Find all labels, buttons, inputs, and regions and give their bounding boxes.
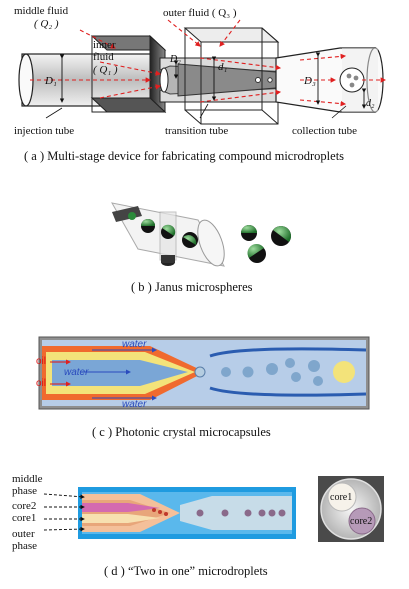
label-oil-top: oil bbox=[36, 356, 46, 367]
caption-panel-d: ( d ) “Two in one” microdroplets bbox=[104, 564, 268, 578]
inset-label-core1: core1 bbox=[330, 492, 352, 503]
label-water-inner: water bbox=[64, 367, 89, 378]
janus-sphere-free-1 bbox=[241, 225, 257, 241]
core2-channel bbox=[82, 503, 160, 512]
label-middle-fluid: middle fluid bbox=[14, 5, 69, 17]
droplet bbox=[285, 358, 295, 368]
label-q2: ( Q₂ ) bbox=[34, 18, 59, 30]
label-collection-tube: collection tube bbox=[292, 125, 357, 137]
droplet bbox=[308, 360, 320, 372]
flow-arrows bbox=[30, 19, 387, 107]
label-outer-fluid: outer fluid ( Q₃ ) bbox=[163, 7, 237, 19]
janus-sphere-free-3 bbox=[247, 243, 266, 263]
label-inner: inner bbox=[93, 39, 116, 51]
label-d2-lower: d₂ bbox=[366, 98, 375, 109]
label-core1: core1 bbox=[12, 512, 36, 524]
droplet bbox=[242, 366, 254, 378]
label-d3-upper: D₃ bbox=[303, 75, 316, 87]
dimension-arrows bbox=[59, 52, 367, 109]
label-d1-lower: d₁ bbox=[218, 61, 228, 73]
janus-sphere-in-tube-3 bbox=[182, 232, 198, 248]
label-q1: ( Q₁ ) bbox=[93, 64, 118, 76]
label-phase-outer: phase bbox=[12, 540, 37, 552]
droplet bbox=[313, 376, 323, 386]
droplet bbox=[221, 367, 231, 377]
core1-channel bbox=[82, 514, 160, 523]
label-water-bottom: water bbox=[122, 399, 147, 410]
droplet bbox=[266, 363, 278, 375]
janus-sphere-in-tube-2 bbox=[161, 224, 176, 239]
inner-water-region bbox=[52, 360, 188, 386]
label-injection-tube: injection tube bbox=[14, 125, 74, 137]
label-phase-middle: phase bbox=[12, 485, 37, 497]
label-transition-tube: transition tube bbox=[165, 125, 228, 137]
label-water-top: water bbox=[122, 339, 147, 350]
collection-channel bbox=[180, 496, 292, 530]
two-in-one-droplets bbox=[196, 509, 286, 517]
capsule bbox=[333, 361, 355, 383]
label-oil-bottom: oil bbox=[36, 378, 46, 389]
transition-tube bbox=[159, 57, 301, 103]
label-d1-upper: D₁ bbox=[44, 75, 57, 87]
outer-holder bbox=[183, 27, 280, 125]
label-outer: outer bbox=[12, 528, 35, 540]
label-d2-upper: D₂ bbox=[169, 54, 181, 65]
droplet-inset: core1 core2 bbox=[318, 476, 384, 542]
janus-sphere-in-tube-1 bbox=[141, 219, 155, 233]
caption-panel-a: ( a ) Multi-stage device for fabricating… bbox=[24, 149, 344, 163]
caption-panel-b: ( b ) Janus microspheres bbox=[131, 280, 253, 294]
label-middle: middle bbox=[12, 473, 43, 485]
panel-d-two-in-one: middle phase core2 core1 outer phase cor… bbox=[12, 473, 384, 552]
panel-b-janus bbox=[111, 202, 291, 267]
janus-sphere-free-2 bbox=[271, 226, 291, 246]
label-core2: core2 bbox=[12, 500, 36, 512]
panel-c-photonic: water water water oil oil bbox=[36, 336, 370, 410]
inset-label-core2: core2 bbox=[350, 516, 372, 527]
label-fluid: fluid bbox=[93, 51, 114, 63]
droplet bbox=[291, 372, 301, 382]
caption-panel-c: ( c ) Photonic crystal microcapsules bbox=[92, 425, 271, 439]
collection-tube bbox=[275, 47, 384, 113]
panel-a-device: middle fluid ( Q₂ ) outer fluid ( Q₃ ) i… bbox=[14, 5, 387, 137]
